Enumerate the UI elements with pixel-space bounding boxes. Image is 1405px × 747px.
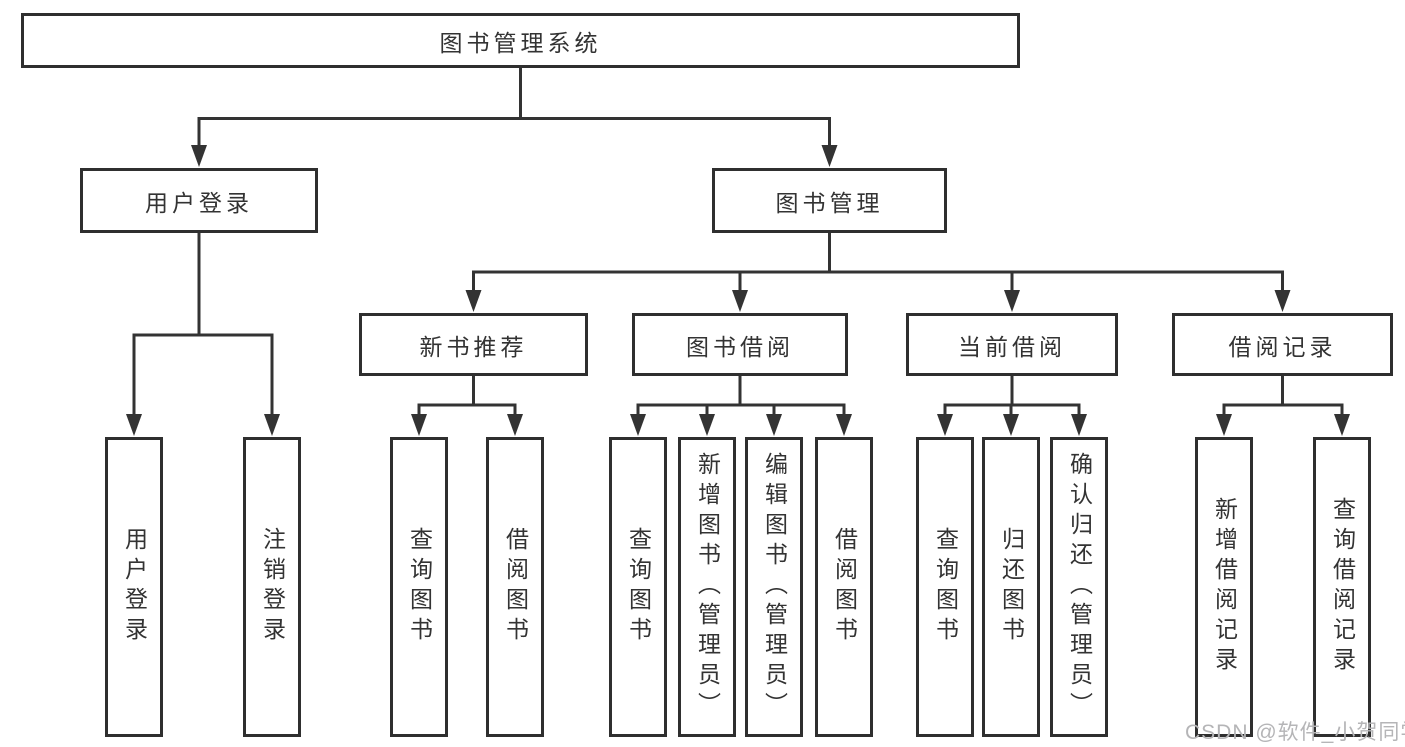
node-book-management: 图书管理 — [712, 168, 947, 233]
leaf-borrow-books-borrowing: 借阅图书 — [815, 437, 873, 737]
leaf-query-books-recommend: 查询图书 — [390, 437, 448, 737]
node-new-book-recommend: 新书推荐 — [359, 313, 588, 376]
leaf-borrow-books-recommend: 借阅图书 — [486, 437, 544, 737]
leaf-query-books-borrowing: 查询图书 — [609, 437, 667, 737]
node-book-borrowing: 图书借阅 — [632, 313, 848, 376]
node-library-management-system: 图书管理系统 — [21, 13, 1020, 68]
leaf-add-borrow-record: 新增借阅记录 — [1195, 437, 1253, 737]
node-user-login: 用户登录 — [80, 168, 318, 233]
leaf-user-login: 用户登录 — [105, 437, 163, 737]
node-borrowing-records: 借阅记录 — [1172, 313, 1393, 376]
leaf-edit-book-admin: 编辑图书（管理员） — [745, 437, 803, 737]
leaf-logout: 注销登录 — [243, 437, 301, 737]
leaf-query-books-current: 查询图书 — [916, 437, 974, 737]
leaf-confirm-return-admin: 确认归还（管理员） — [1050, 437, 1108, 737]
csdn-watermark: CSDN @软件_小贺同学 — [1185, 721, 1405, 744]
node-current-borrowing: 当前借阅 — [906, 313, 1118, 376]
leaf-query-borrow-record: 查询借阅记录 — [1313, 437, 1371, 737]
leaf-return-books: 归还图书 — [982, 437, 1040, 737]
leaf-add-book-admin: 新增图书（管理员） — [678, 437, 736, 737]
arrowheads — [126, 145, 1350, 436]
